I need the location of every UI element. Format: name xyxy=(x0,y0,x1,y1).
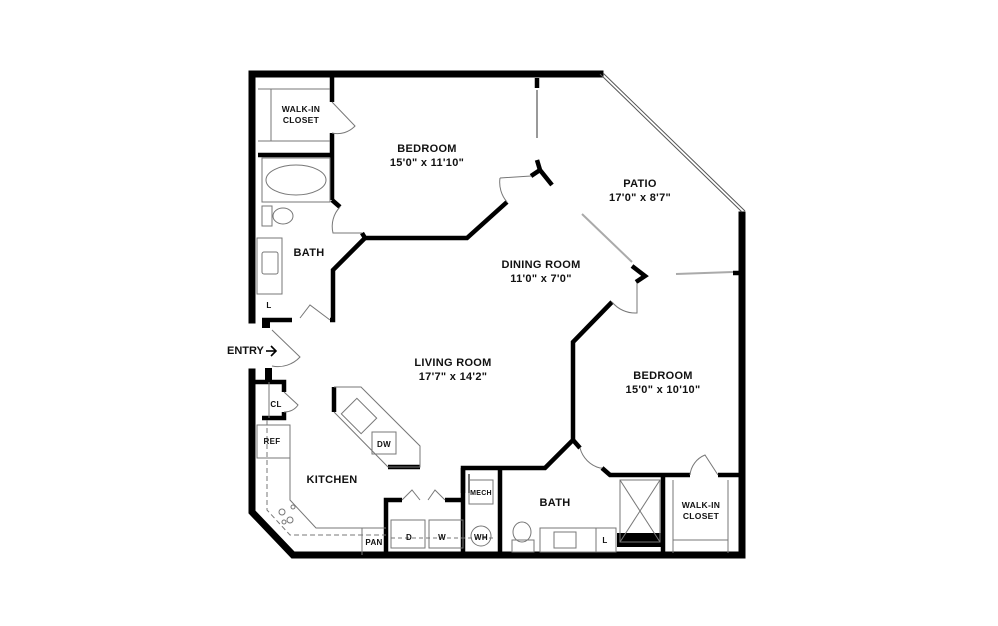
closet-label-line2: CLOSET xyxy=(282,115,320,125)
patio-label: PATIO 17'0" x 8'7" xyxy=(609,177,671,205)
patio-railing xyxy=(599,72,746,213)
bath-2-label: BATH xyxy=(540,496,571,510)
dining-room-label: DINING ROOM 11'0" x 7'0" xyxy=(501,258,580,286)
linen-2-label: L xyxy=(602,536,608,545)
washer-label: W xyxy=(438,533,446,542)
entry-jambs xyxy=(262,318,272,384)
entry-text: ENTRY xyxy=(227,345,264,357)
coat-closet-label: CL xyxy=(270,400,282,409)
room-name: DINING ROOM xyxy=(501,259,581,271)
interior-walls xyxy=(252,74,742,555)
bedroom-2-label: BEDROOM 15'0" x 10'10" xyxy=(626,369,701,397)
walk-in-closet-1-label: WALK-IN CLOSET xyxy=(282,104,320,126)
room-name: BEDROOM xyxy=(633,370,693,382)
room-dimensions: 11'0" x 7'0" xyxy=(510,273,572,285)
living-room-label: LIVING ROOM 17'7" x 14'2" xyxy=(414,356,491,384)
bedroom-1-label: BEDROOM 15'0" x 11'10" xyxy=(390,142,464,170)
room-name: KITCHEN xyxy=(306,474,358,486)
room-name: LIVING ROOM xyxy=(414,357,492,369)
closet-label-line1: WALK-IN xyxy=(681,500,721,510)
room-name: BEDROOM xyxy=(397,143,457,155)
room-dimensions: 17'0" x 8'7" xyxy=(608,192,672,204)
entry-arrow-icon xyxy=(266,345,278,357)
room-name: BATH xyxy=(539,497,571,509)
dishwasher-label: DW xyxy=(377,440,391,449)
kitchen-label: KITCHEN xyxy=(307,473,358,487)
entry-label: ENTRY xyxy=(227,345,264,357)
bath-1-label: BATH xyxy=(294,246,325,260)
walk-in-closet-2-label: WALK-IN CLOSET xyxy=(682,500,720,522)
fixtures xyxy=(256,88,734,555)
mechanical-label: MECH xyxy=(470,490,492,497)
room-dimensions: 15'0" x 10'10" xyxy=(625,384,701,396)
room-dimensions: 15'0" x 11'10" xyxy=(389,157,465,169)
dryer-label: D xyxy=(405,533,413,542)
room-name: PATIO xyxy=(623,178,657,190)
room-dimensions: 17'7" x 14'2" xyxy=(418,371,488,383)
linen-1-label: L xyxy=(266,301,272,310)
pantry-label: PAN xyxy=(365,538,383,547)
exterior-walls xyxy=(248,70,746,559)
closet-label-line2: CLOSET xyxy=(682,511,720,521)
room-name: BATH xyxy=(293,247,325,259)
refrigerator-label: REF xyxy=(263,437,281,446)
closet-label-line1: WALK-IN xyxy=(281,104,321,114)
water-heater-label: WH xyxy=(474,533,488,542)
